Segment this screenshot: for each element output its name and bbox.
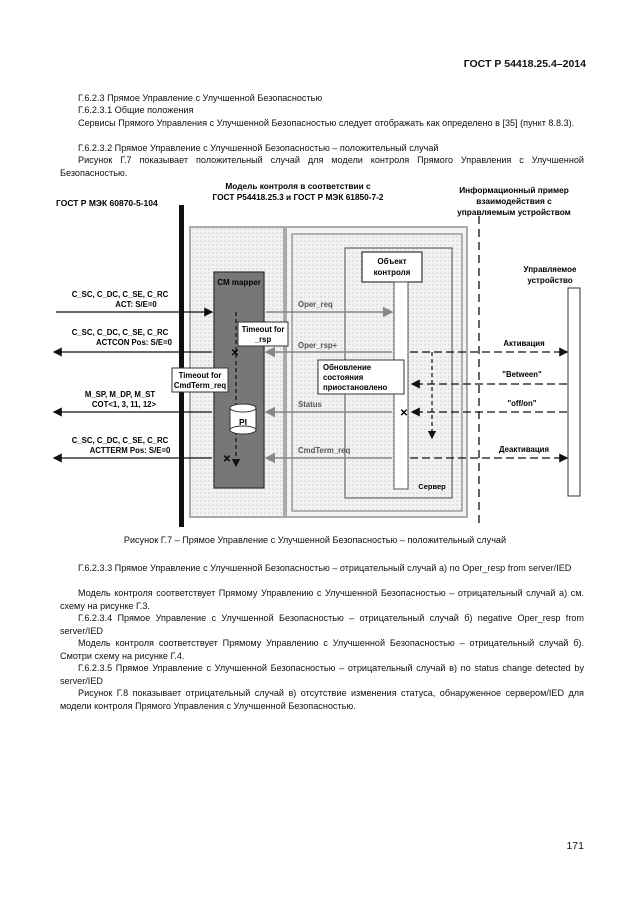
paragraph-negative-a: Модель контроля соответствует Прямому Уп… — [60, 588, 584, 611]
oper-rsp-label: Oper_rsp+ — [298, 341, 338, 350]
center-title-line2: ГОСТ Р54418.25.3 и ГОСТ Р МЭК 61850-7-2 — [212, 192, 383, 202]
msg-act-line2: ACT: S/E=0 — [115, 300, 157, 309]
document-header: ГОСТ Р 54418.25.4–2014 — [463, 58, 586, 70]
server-label: Сервер — [418, 482, 446, 491]
section-heading-g6-2-3-5: Г.6.2.3.5 Прямое Управление с Улучшенной… — [60, 663, 584, 686]
msg-act-line1: C_SC, C_DC, C_SE, C_RC — [72, 290, 169, 299]
paragraph-figure-ref: Рисунок Г.7 показывает положительный слу… — [60, 155, 584, 178]
offon-label: "off/on" — [507, 399, 536, 408]
update-suspended-line3: приостановлено — [323, 383, 387, 392]
timeout-rsp-line1: Timeout for — [242, 325, 285, 334]
section-heading-g6-2-3-3: Г.6.2.3.3 Прямое Управление с Улучшенной… — [78, 563, 572, 573]
msg-actterm-line1: C_SC, C_DC, C_SE, C_RC — [72, 436, 169, 445]
timeout-cmdterm-line2: CmdTerm_req — [174, 381, 227, 390]
pi-database-icon — [229, 403, 257, 435]
svg-text:✕: ✕ — [223, 454, 231, 465]
section-heading-g6-2-3-2: Г.6.2.3.2 Прямое Управление с Улучшенной… — [78, 143, 439, 153]
svg-text:✕: ✕ — [400, 408, 408, 419]
update-suspended-line1: Обновление — [323, 363, 372, 372]
timeout-cmdterm-line1: Timeout for — [179, 371, 222, 380]
object-control-label-1: Объект — [377, 257, 406, 266]
cm-mapper-label: CM mapper — [217, 278, 261, 287]
pi-label: PI — [239, 417, 247, 427]
object-control-label-2: контроля — [374, 268, 411, 277]
msg-actcon-line2: ACTCON Pos: S/E=0 — [96, 338, 173, 347]
right-title-line1: Информационный пример — [459, 185, 569, 195]
paragraph-figure-g8: Рисунок Г.8 показывает отрицательный слу… — [60, 688, 584, 711]
msg-actterm-line2: ACTTERM Pos: S/E=0 — [90, 446, 171, 455]
status-label: Status — [298, 400, 322, 409]
deactivation-label: Деактивация — [499, 445, 549, 454]
controlled-device-label-1: Управляемое — [524, 265, 577, 274]
timeout-cmdterm-box — [171, 367, 229, 393]
timeout-rsp-box — [237, 321, 289, 347]
update-suspended-box — [317, 359, 405, 395]
timeout-rsp-line2: _rsp — [254, 335, 272, 344]
section-heading-g6-2-3-1: Г.6.2.3.1 Общие положения — [78, 105, 194, 115]
msg-actcon-line1: C_SC, C_DC, C_SE, C_RC — [72, 328, 169, 337]
page-number: 171 — [566, 840, 584, 852]
paragraph-negative-b: Модель контроля соответствует Прямому Уп… — [60, 638, 584, 661]
update-suspended-line2: состояния — [323, 373, 363, 382]
msg-status-line2: COT<1, 3, 11, 12> — [92, 400, 157, 409]
section-heading-g6-2-3-4: Г.6.2.3.4 Прямое Управление с Улучшенной… — [60, 613, 584, 636]
activation-label: Активация — [503, 339, 544, 348]
center-title-line1: Модель контроля в соответствии с — [225, 181, 371, 191]
right-title-line2: взаимодействия с — [476, 196, 552, 206]
oper-req-label: Oper_req — [298, 300, 333, 309]
right-title-line3: управляемым устройством — [457, 207, 571, 217]
controlled-device-label-2: устройство — [527, 276, 572, 285]
msg-status-line1: M_SP, M_DP, M_ST — [85, 390, 156, 399]
sequence-diagram: ГОСТ Р МЭК 60870-5-104 Модель контроля в… — [52, 181, 581, 528]
protocol-divider — [179, 205, 184, 527]
section-heading-g6-2-3: Г.6.2.3 Прямое Управление с Улучшенной Б… — [78, 93, 323, 103]
cmdterm-req-label: CmdTerm_req — [298, 446, 351, 455]
paragraph-services: Сервисы Прямого Управления с Улучшенной … — [78, 118, 575, 128]
svg-text:✕: ✕ — [231, 348, 239, 359]
between-label: "Between" — [502, 370, 542, 379]
left-column-title: ГОСТ Р МЭК 60870-5-104 — [56, 198, 158, 208]
controlled-device-bar — [567, 287, 581, 497]
figure-caption: Рисунок Г.7 – Прямое Управление с Улучше… — [123, 535, 507, 545]
object-control-box — [361, 251, 423, 283]
